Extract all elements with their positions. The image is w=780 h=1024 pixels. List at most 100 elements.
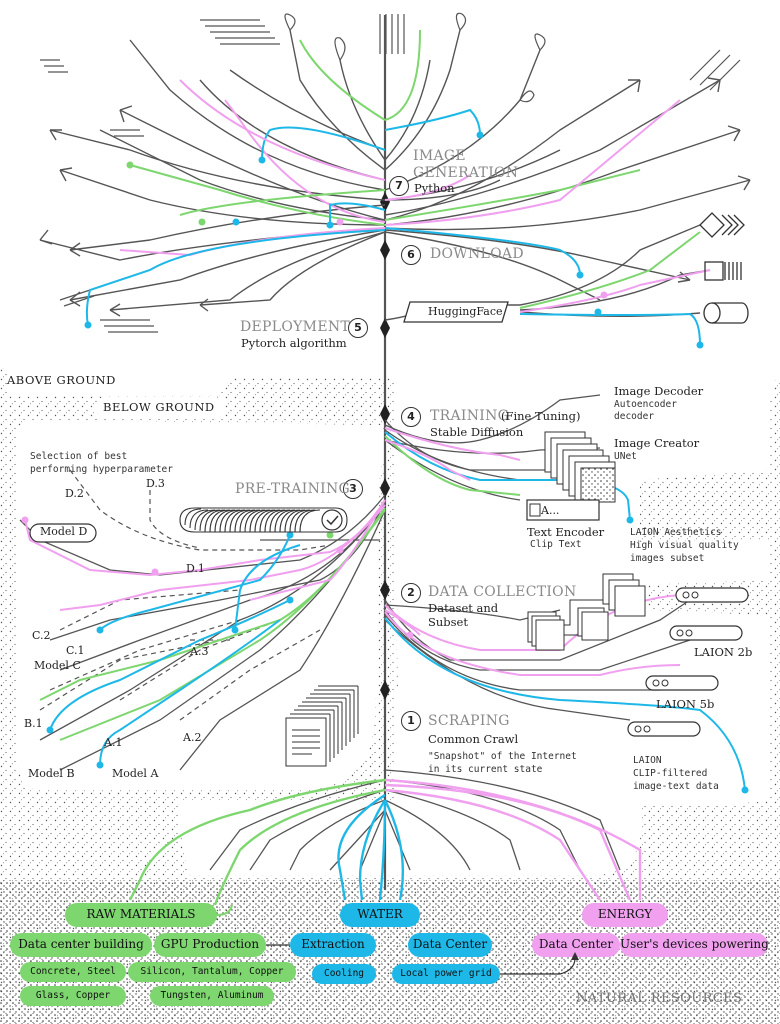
dataset-connector xyxy=(564,599,603,636)
model-b-label: Model B xyxy=(28,767,75,780)
laion-clip-3: image-text data xyxy=(633,781,719,792)
noise-image xyxy=(580,467,616,503)
colored-roots xyxy=(128,778,642,906)
stage-number-2: 2 xyxy=(401,583,421,603)
data-center-building-pill: Data center building xyxy=(18,937,144,951)
stage-sub-stable-diffusion: Stable Diffusion xyxy=(430,425,524,439)
text-encoder-box xyxy=(526,499,600,521)
leaves xyxy=(284,12,546,103)
resource-pills xyxy=(10,903,768,1006)
clip-text-label: Clip Text xyxy=(530,539,582,550)
stage-sub-pytorch: Pytorch algorithm xyxy=(241,336,347,350)
model-a3: A.3 xyxy=(190,645,209,658)
model-a-label: Model A xyxy=(112,767,159,780)
feather-arrows xyxy=(40,14,741,333)
model-c1: C.1 xyxy=(66,644,85,657)
laion-aesthetics-1: LAION Aesthetics xyxy=(630,527,722,538)
laion-servers xyxy=(627,587,749,737)
stage-number-6: 6 xyxy=(401,245,421,265)
canopy-dots xyxy=(84,131,704,349)
silicon-pill: Silicon, Tantalum, Copper xyxy=(140,966,284,977)
above-ground-label: ABOVE GROUND xyxy=(7,373,116,387)
laion-clip-2: CLIP-filtered xyxy=(633,768,708,779)
model-d1: D.1 xyxy=(186,562,205,575)
laion-clip-1: LAION xyxy=(633,755,662,766)
cooling-pill: Cooling xyxy=(323,968,365,979)
stage-title-image: IMAGE xyxy=(413,148,466,164)
check-icon xyxy=(321,509,343,531)
laion-aesthetics-3: images subset xyxy=(630,553,705,564)
stage-sub-subset: Subset xyxy=(428,615,468,629)
model-d2: D.2 xyxy=(65,487,84,500)
stage-title-training: TRAINING xyxy=(430,408,510,424)
glass-pill: Glass, Copper xyxy=(35,990,111,1001)
data-dot xyxy=(741,786,749,794)
extraction-pill: Extraction xyxy=(301,937,365,951)
stage-title-data-collection: DATA COLLECTION xyxy=(428,584,577,600)
huggingface-label: HuggingFace xyxy=(428,305,503,318)
text-cursor-icon xyxy=(529,503,541,517)
tungsten-pill: Tungsten, Aluminum xyxy=(160,990,264,1001)
text-encoder-label: Text Encoder xyxy=(527,525,605,539)
training-branches xyxy=(384,394,610,501)
model-b1: B.1 xyxy=(24,717,43,730)
raw-connector xyxy=(216,904,233,916)
data-dot-2 xyxy=(406,631,414,639)
unet-label: UNet xyxy=(614,451,637,462)
selection-label-2: performing hyperparameter xyxy=(30,464,173,475)
dataset-icons xyxy=(527,573,646,651)
concrete-pill: Concrete, Steel xyxy=(30,966,116,977)
model-a1: A.1 xyxy=(104,736,123,749)
snapshot-label-2: in its current state xyxy=(428,764,543,775)
canopy-arrows xyxy=(39,77,751,317)
model-d-tag xyxy=(29,523,97,543)
pretraining-dots xyxy=(21,516,344,769)
grid-connector xyxy=(500,957,576,975)
grid-arrow xyxy=(571,952,579,960)
stage-number-4: 4 xyxy=(401,407,421,427)
autoencoder-label: Autoencoder xyxy=(614,399,677,410)
water-pill: WATER xyxy=(357,907,403,921)
stage-title-scraping: SCRAPING xyxy=(428,713,510,729)
natural-resources-label: NATURAL RESOURCES xyxy=(576,991,743,1006)
below-ground-label: BELOW GROUND xyxy=(103,400,215,414)
text-input-value: A... xyxy=(541,504,560,517)
laion-5b-label: LAION 5b xyxy=(656,697,715,711)
canopy-branches xyxy=(39,29,751,321)
stage-title-finetuning: (Fine Tuning) xyxy=(501,409,581,423)
model-c-label: Model C xyxy=(34,659,81,672)
training-dot xyxy=(626,516,634,524)
stage-number-5: 5 xyxy=(348,318,368,338)
image-decoder-label: Image Decoder xyxy=(614,384,704,398)
laion-server-lights xyxy=(634,591,699,733)
hyperparameter-coil xyxy=(179,507,348,533)
laion-aesthetics-2: High visual quality xyxy=(630,540,739,551)
model-c2: C.2 xyxy=(32,629,51,642)
power-grid-pill: Local power grid xyxy=(400,968,492,979)
stage-title-pretraining: PRE-TRAINING xyxy=(235,481,351,497)
stage-sub-common-crawl: Common Crawl xyxy=(428,732,519,746)
stage-title-generation: GENERATION xyxy=(413,165,519,181)
trunk-nodes xyxy=(380,192,390,700)
stage-title-download: DOWNLOAD xyxy=(430,246,524,262)
crawl-page-lines xyxy=(292,729,320,755)
energy-pill: ENERGY xyxy=(597,907,653,921)
training-colored-lines xyxy=(384,427,631,521)
model-a2: A.2 xyxy=(183,731,202,744)
gpu-production-pill: GPU Production xyxy=(160,937,260,951)
stage-title-deployment: DEPLOYMENT xyxy=(240,319,351,335)
water-data-center-pill: Data Center xyxy=(412,937,488,951)
users-devices-pill: User's devices powering xyxy=(620,937,769,951)
energy-data-center-pill: Data Center xyxy=(538,937,614,951)
stage-sub-python: Python xyxy=(414,181,455,195)
check-mark xyxy=(326,515,339,526)
model-d3: D.3 xyxy=(146,477,165,490)
download-symbols xyxy=(699,212,749,324)
stage-sub-dataset: Dataset and xyxy=(428,601,499,615)
decoder-label: decoder xyxy=(614,411,655,422)
raw-materials-pill: RAW MATERIALS xyxy=(86,907,196,921)
stage-number-7: 7 xyxy=(389,176,409,196)
huggingface-tag xyxy=(403,301,509,323)
